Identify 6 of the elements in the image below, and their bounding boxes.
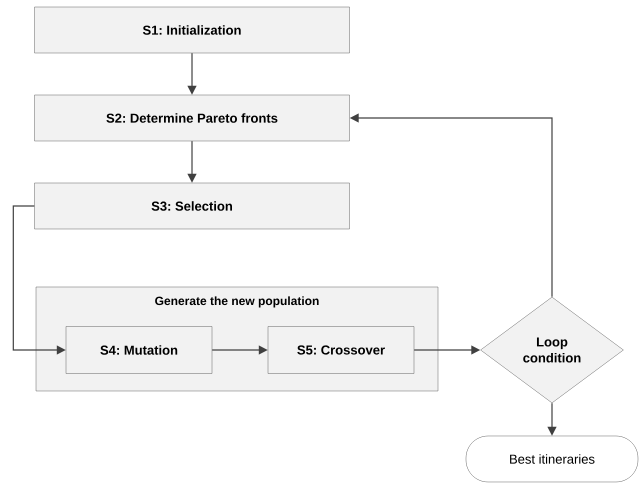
process-box: S2: Determine Pareto fronts: [34, 94, 350, 142]
process-box: S1: Initialization: [34, 6, 350, 54]
process-box: S4: Mutation: [66, 326, 212, 374]
process-box: S5: Crossover: [268, 326, 414, 374]
terminal-box: Best itineraries: [466, 436, 638, 482]
process-box: S3: Selection: [34, 182, 350, 230]
